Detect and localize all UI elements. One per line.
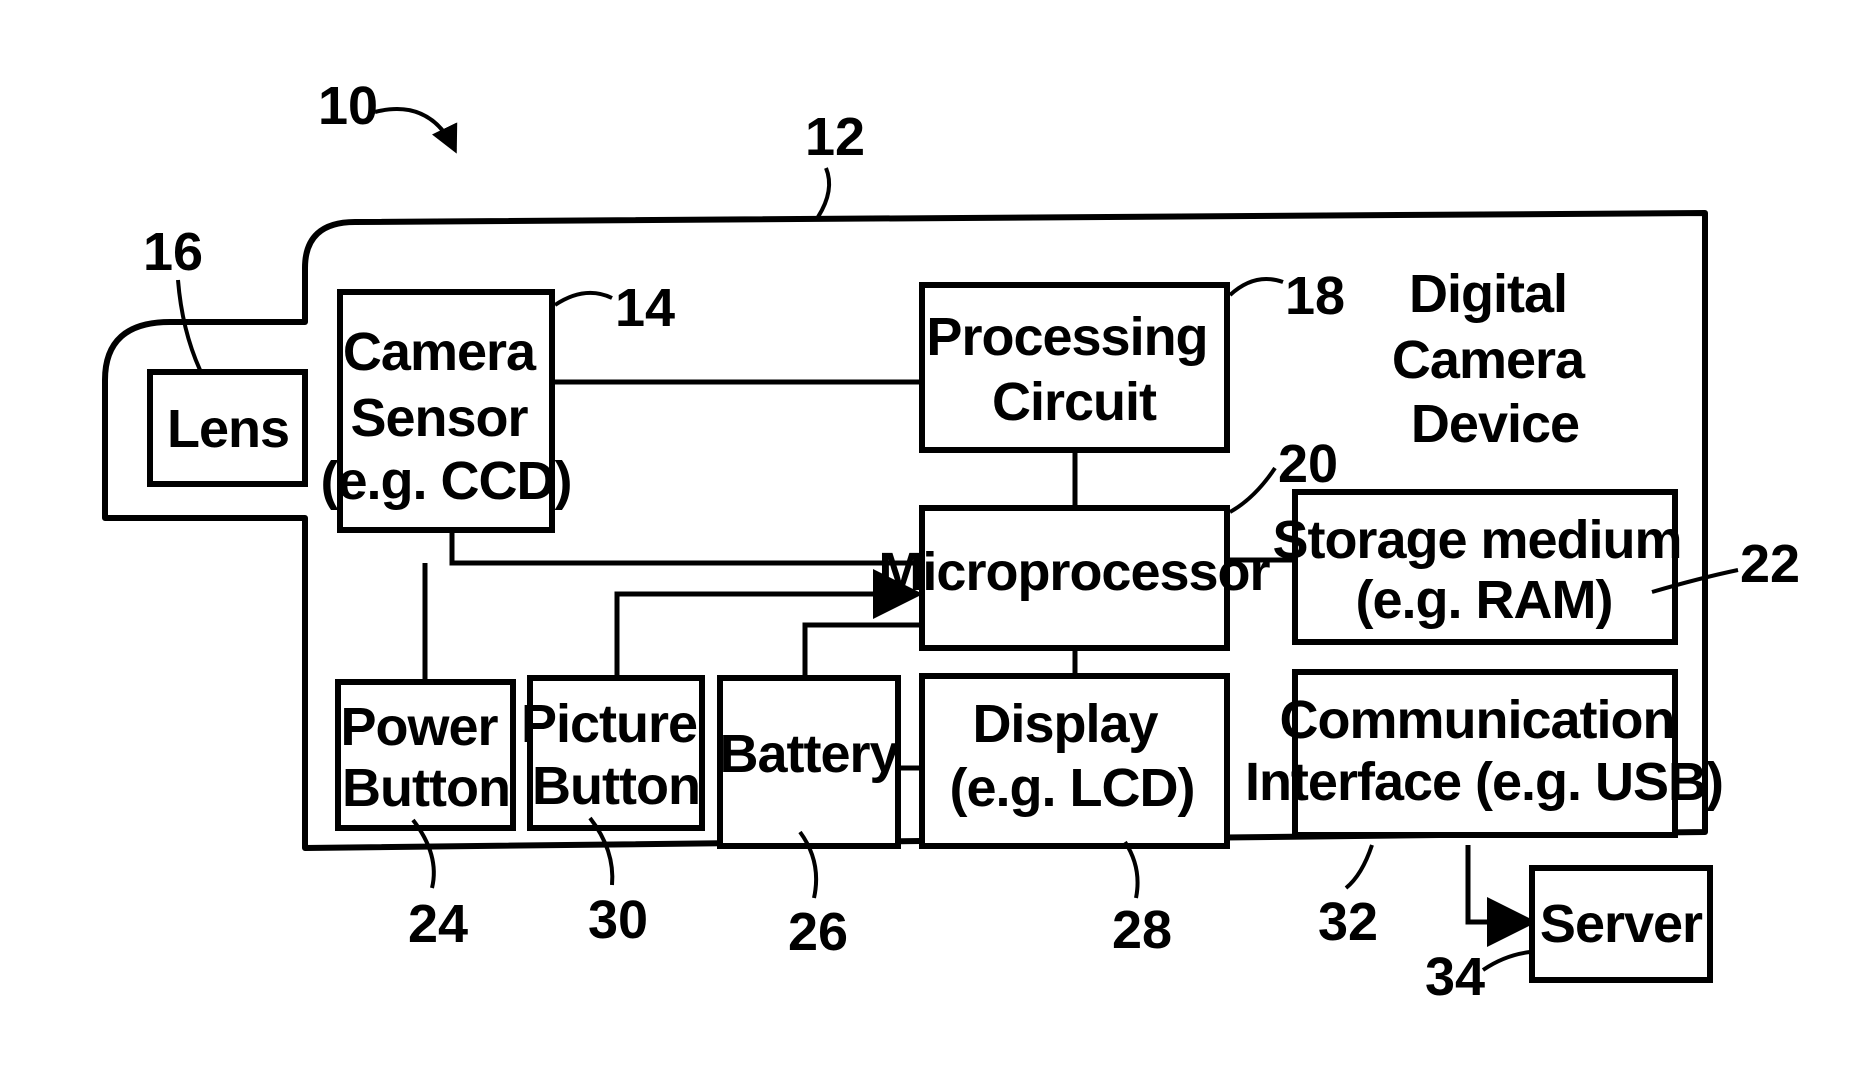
- server-ref-leader: [1483, 952, 1530, 970]
- power-button-label: Power Button: [340, 697, 511, 818]
- wire-sensor-power-microprocessor: [452, 530, 922, 563]
- device-ref-12: 12: [805, 107, 865, 167]
- communication-interface-ref-32: 32: [1318, 892, 1378, 952]
- wire-picture-button-microprocessor: [617, 594, 918, 678]
- lens-label: Lens: [167, 399, 289, 459]
- display-ref-leader: [1125, 842, 1138, 898]
- camera-sensor-label: Camera Sensor (e.g. CCD): [321, 322, 572, 511]
- figure-ref-10: 10: [318, 76, 378, 136]
- wire-battery-microprocessor: [805, 625, 922, 678]
- wire-interface-server: [1468, 845, 1532, 922]
- battery-ref-26: 26: [788, 902, 848, 962]
- figure-ref-arrow: [375, 109, 455, 150]
- storage-medium-ref-22: 22: [1740, 534, 1800, 594]
- microprocessor-label: Microprocessor: [878, 542, 1270, 602]
- microprocessor-ref-leader: [1230, 468, 1275, 512]
- picture-button-ref-30: 30: [588, 890, 648, 950]
- camera-sensor-ref-14: 14: [615, 278, 675, 338]
- camera-sensor-ref-leader: [555, 293, 612, 305]
- server-ref-34: 34: [1425, 947, 1485, 1007]
- processing-circuit-ref-leader: [1230, 279, 1283, 295]
- communication-interface-ref-leader: [1346, 845, 1372, 888]
- device-title-line-1: Digital: [1409, 264, 1567, 324]
- battery-label: Battery: [719, 724, 899, 784]
- processing-circuit-ref-18: 18: [1285, 266, 1345, 326]
- lens-ref-16: 16: [143, 222, 203, 282]
- device-title-line-3: Device: [1411, 394, 1579, 454]
- device-ref-12-leader: [818, 168, 829, 217]
- power-button-ref-24: 24: [408, 894, 468, 954]
- device-title: Digital Camera Device: [1392, 264, 1598, 454]
- device-title-line-2: Camera: [1392, 330, 1586, 390]
- microprocessor-ref-20: 20: [1278, 434, 1338, 494]
- server-label: Server: [1540, 894, 1703, 954]
- display-ref-28: 28: [1112, 900, 1172, 960]
